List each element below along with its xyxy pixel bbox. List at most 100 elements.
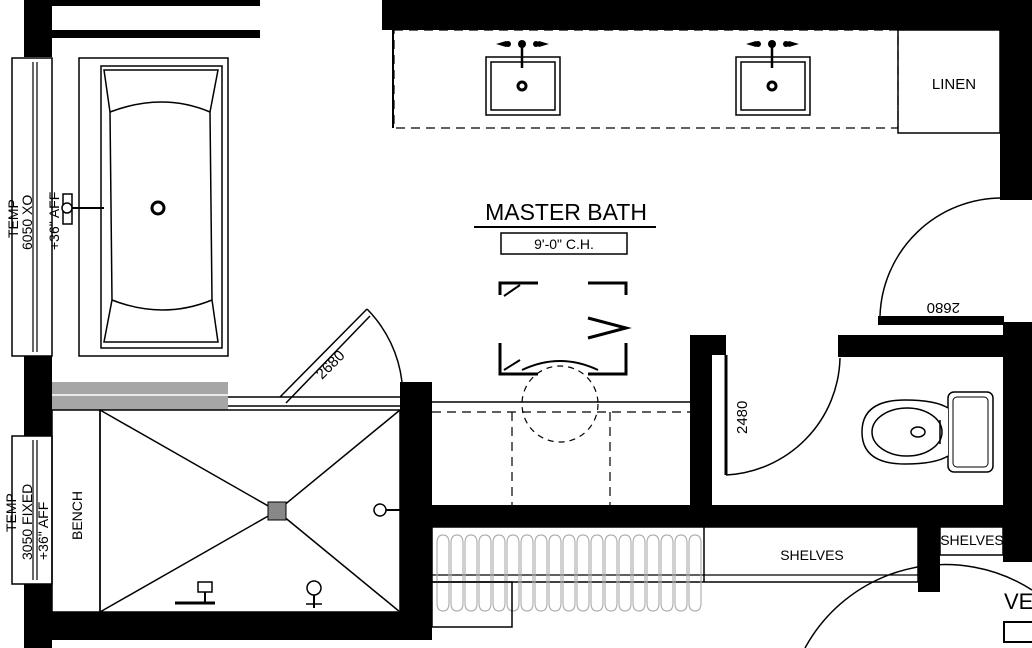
- wall-segment: [24, 612, 432, 640]
- sink-right: [735, 40, 811, 116]
- shower-control-icon: [306, 580, 322, 608]
- shower-door-swing: [279, 308, 403, 404]
- door-swing-arc: [879, 197, 1003, 317]
- sink-left: [485, 40, 561, 116]
- hanger: [674, 534, 688, 612]
- tub-contour: [111, 299, 213, 311]
- sink-bowl-inner: [490, 61, 556, 111]
- corner-tick: [503, 284, 521, 297]
- drain-icon: [150, 200, 166, 216]
- walls: [24, 0, 1032, 648]
- wall-notch: [437, 509, 511, 521]
- window-frame: [11, 435, 53, 585]
- corner-mark: [498, 281, 538, 295]
- shelves-box-right: [939, 526, 1004, 556]
- shower-head-icon: [373, 503, 400, 517]
- door-swing-arc: [804, 563, 1032, 648]
- wall-segment: [382, 0, 1032, 30]
- room-name: MASTER BATH: [485, 199, 647, 225]
- window-lower-line2: 3050 FIXED: [19, 484, 35, 560]
- clearance-marks: [432, 281, 690, 505]
- slope-line: [99, 510, 278, 613]
- adjacent-room-tag: [1003, 621, 1032, 643]
- wall-segment: [400, 382, 432, 640]
- sink-bowl-inner: [740, 61, 806, 111]
- water-closet: 2480: [724, 355, 994, 476]
- adjacent-room-label: VE: [1004, 589, 1032, 614]
- hanger: [492, 534, 506, 612]
- slope-line: [276, 510, 401, 613]
- shelves-label-right: SHELVES: [940, 532, 1004, 548]
- hanger: [576, 534, 590, 612]
- slope-line: [276, 409, 401, 512]
- room-title: MASTER BATH 9'-0" C.H.: [474, 199, 656, 255]
- vanity: [392, 29, 899, 129]
- tub-contour: [109, 101, 211, 113]
- window-lower-line1: TEMP: [3, 493, 19, 532]
- hanger: [590, 534, 604, 612]
- window-frame: [11, 57, 53, 357]
- faucet-icon: [746, 40, 799, 68]
- window-upper: TEMP 6050 XO +36" AFF: [5, 57, 62, 357]
- tub-faucet-icon: [61, 193, 104, 225]
- hanger: [646, 534, 660, 612]
- hanger: [660, 534, 674, 612]
- hanger: [478, 534, 492, 612]
- window-upper-line2: 6050 XO: [19, 195, 35, 250]
- drain-icon: [516, 80, 528, 92]
- linen-label: LINEN: [932, 76, 976, 93]
- wall-segment: [838, 335, 1032, 357]
- slope-line: [99, 409, 278, 512]
- shower-door-label: 2680: [313, 347, 349, 383]
- hanger: [632, 534, 646, 612]
- wall-segment: [690, 335, 712, 515]
- hanger: [450, 534, 464, 612]
- window-lower-line3: +36" AFF: [35, 502, 51, 560]
- hanger: [688, 534, 702, 612]
- ceiling-height: 9'-0" C.H.: [534, 236, 594, 252]
- linen-box: [897, 29, 1001, 134]
- hanger: [464, 534, 478, 612]
- hanger: [520, 534, 534, 612]
- drain-icon: [766, 80, 778, 92]
- toilet-icon: [861, 391, 994, 473]
- wall-segment: [878, 316, 1004, 325]
- wall-segment: [24, 0, 52, 57]
- wall-segment: [1000, 30, 1032, 200]
- hangers: [436, 534, 702, 612]
- wc-door-label: 2480: [734, 401, 751, 434]
- wall-segment: [690, 335, 726, 355]
- corner-tick: [503, 359, 521, 371]
- bedroom-door: 2680: [879, 197, 1003, 317]
- shower-pan: [99, 409, 401, 613]
- ceiling-height-box: [500, 232, 628, 255]
- shower-drain-icon: [267, 501, 287, 521]
- shower-valve-icon: [175, 581, 215, 605]
- window-upper-line1: TEMP: [5, 199, 21, 238]
- adjacent-room: VE: [804, 563, 1032, 648]
- turning-arc: [521, 360, 599, 371]
- corner-mark: [588, 343, 628, 376]
- bathtub: [61, 57, 229, 357]
- window-lower: TEMP 3050 FIXED +36" AFF: [3, 435, 53, 585]
- bench-top: [52, 382, 228, 410]
- wall-segment: [24, 30, 260, 38]
- direction-chevron: [587, 316, 632, 340]
- closet: SHELVES SHELVES: [431, 526, 1004, 628]
- linen-closet: LINEN: [897, 29, 1001, 134]
- hanger: [506, 534, 520, 612]
- bedroom-door-label: 2680: [927, 299, 960, 316]
- wall-segment: [432, 505, 1020, 527]
- shower: BENCH 2680: [51, 308, 403, 613]
- wall-segment: [52, 0, 260, 6]
- hanger: [604, 534, 618, 612]
- hanger: [436, 534, 450, 612]
- closet-lower-box: [431, 581, 513, 628]
- hanger: [548, 534, 562, 612]
- corner-mark: [588, 281, 628, 295]
- wc-door-swing: [725, 357, 841, 476]
- wall-segment: [24, 356, 52, 436]
- corner-mark: [498, 343, 538, 376]
- turning-circle: [521, 365, 599, 443]
